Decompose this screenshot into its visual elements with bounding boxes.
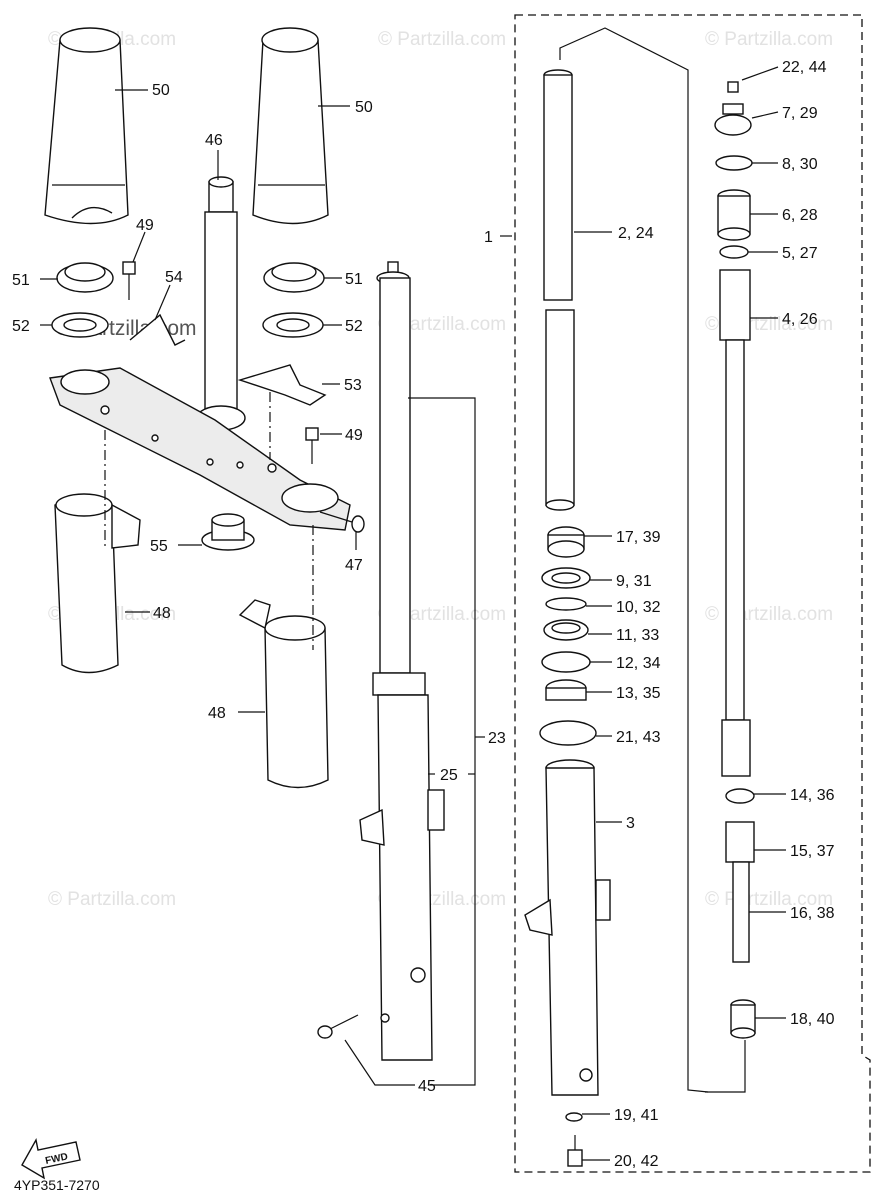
part-label-18: 18, 40 bbox=[790, 1011, 835, 1028]
front-fork-assembly bbox=[359, 261, 445, 1061]
part-label-50: 50 bbox=[355, 99, 373, 116]
o-ring-21 bbox=[539, 720, 597, 746]
diagram-code: 4YP351-7270 bbox=[14, 1177, 100, 1193]
grommet-55 bbox=[201, 513, 255, 551]
oil-seal-11 bbox=[543, 619, 589, 641]
clip-10 bbox=[545, 597, 587, 611]
part-label-13: 13, 35 bbox=[616, 685, 661, 702]
part-label-6: 6, 28 bbox=[782, 207, 818, 224]
bolt-49-right bbox=[305, 427, 319, 464]
part-label-4: 4, 26 bbox=[782, 311, 818, 328]
washer-right bbox=[262, 312, 324, 338]
bearing-cover-left bbox=[56, 262, 114, 293]
part-labels: 50 50 46 49 49 51 51 52 52 53 54 55 47 4… bbox=[12, 59, 835, 1170]
washer-left bbox=[51, 312, 109, 338]
slide-bush-17 bbox=[547, 526, 585, 558]
bolt-20 bbox=[567, 1135, 583, 1167]
bearing-cover-right bbox=[263, 262, 325, 293]
bolt-47 bbox=[319, 511, 365, 533]
part-label-3: 3 bbox=[626, 815, 635, 832]
part-label-5: 5, 27 bbox=[782, 245, 818, 262]
part-label-9: 9, 31 bbox=[616, 573, 652, 590]
outer-tube bbox=[524, 759, 611, 1096]
o-ring-8 bbox=[715, 155, 753, 171]
under-bracket bbox=[49, 367, 351, 531]
fork-cover-lower-right bbox=[238, 599, 329, 789]
part-label-19: 19, 41 bbox=[614, 1107, 659, 1124]
oil-lock-piece-18 bbox=[730, 999, 756, 1039]
part-label-25: 25 bbox=[440, 767, 458, 784]
fork-assembly-outline bbox=[514, 14, 871, 1173]
dust-seal-9 bbox=[541, 567, 591, 589]
part-label-10: 10, 32 bbox=[616, 599, 661, 616]
fwd-label: FWD bbox=[44, 1151, 69, 1166]
part-label-49: 49 bbox=[136, 217, 154, 234]
part-label-23: 23 bbox=[488, 730, 506, 747]
part-label-8: 8, 30 bbox=[782, 156, 818, 173]
part-label-21: 21, 43 bbox=[616, 729, 661, 746]
group-bracket-line bbox=[705, 1040, 746, 1093]
washer-5 bbox=[719, 245, 749, 259]
part-label-16: 16, 38 bbox=[790, 905, 835, 922]
watermark: © Partzilla.com bbox=[705, 604, 833, 625]
part-label-17: 17, 39 bbox=[616, 529, 661, 546]
part-label-2: 2, 24 bbox=[618, 225, 654, 242]
part-label-15: 15, 37 bbox=[790, 843, 835, 860]
part-label-22: 22, 44 bbox=[782, 59, 827, 76]
fork-cover-lower-left bbox=[54, 493, 141, 674]
fwd-arrow-icon: FWD bbox=[21, 1138, 81, 1180]
cap-22 bbox=[727, 81, 739, 93]
part-label-48: 48 bbox=[153, 605, 171, 622]
part-label-11: 11, 33 bbox=[616, 627, 659, 644]
part-label-49: 49 bbox=[345, 427, 363, 444]
part-label-20: 20, 42 bbox=[614, 1153, 659, 1170]
part-label-47: 47 bbox=[345, 557, 363, 574]
watermark: © Partzilla.com bbox=[378, 29, 506, 50]
part-label-51: 51 bbox=[345, 271, 363, 288]
part-label-45: 45 bbox=[418, 1078, 436, 1095]
slide-bush-13 bbox=[545, 679, 587, 701]
bolt-45 bbox=[317, 1014, 359, 1039]
bolt-49-left bbox=[122, 261, 136, 300]
watermark: © Partzilla.com bbox=[48, 889, 176, 910]
part-label-53: 53 bbox=[344, 377, 362, 394]
spacer-6 bbox=[717, 189, 751, 241]
part-label-1: 1 bbox=[484, 229, 493, 246]
steering-shaft bbox=[196, 176, 246, 431]
spring-seat-14 bbox=[725, 788, 755, 804]
cap-bolt-7 bbox=[714, 103, 752, 136]
part-label-52: 52 bbox=[345, 318, 363, 335]
cable-holder-54 bbox=[129, 313, 186, 346]
fork-cover-upper-left bbox=[44, 27, 129, 225]
damper-rod-16 bbox=[732, 861, 750, 963]
part-label-48: 48 bbox=[208, 705, 226, 722]
part-label-46: 46 bbox=[205, 132, 223, 149]
washer-19 bbox=[565, 1112, 583, 1122]
watermark: © Partzilla.com bbox=[705, 29, 833, 50]
washer-12 bbox=[541, 651, 591, 673]
part-label-54: 54 bbox=[165, 269, 183, 286]
part-label-7: 7, 29 bbox=[782, 105, 818, 122]
inner-tube bbox=[543, 69, 575, 511]
fork-cover-upper-right bbox=[252, 27, 329, 225]
part-label-52: 52 bbox=[12, 318, 30, 335]
group-bracket-line bbox=[559, 27, 709, 1093]
part-label-50: 50 bbox=[152, 82, 170, 99]
part-label-55: 55 bbox=[150, 538, 168, 555]
rebound-spring-15 bbox=[725, 821, 755, 863]
leader-lines bbox=[40, 66, 786, 1161]
cable-holder-53 bbox=[237, 364, 327, 406]
fork-spring-4 bbox=[719, 269, 751, 777]
part-label-12: 12, 34 bbox=[616, 655, 661, 672]
part-label-14: 14, 36 bbox=[790, 787, 835, 804]
part-label-51: 51 bbox=[12, 272, 30, 289]
